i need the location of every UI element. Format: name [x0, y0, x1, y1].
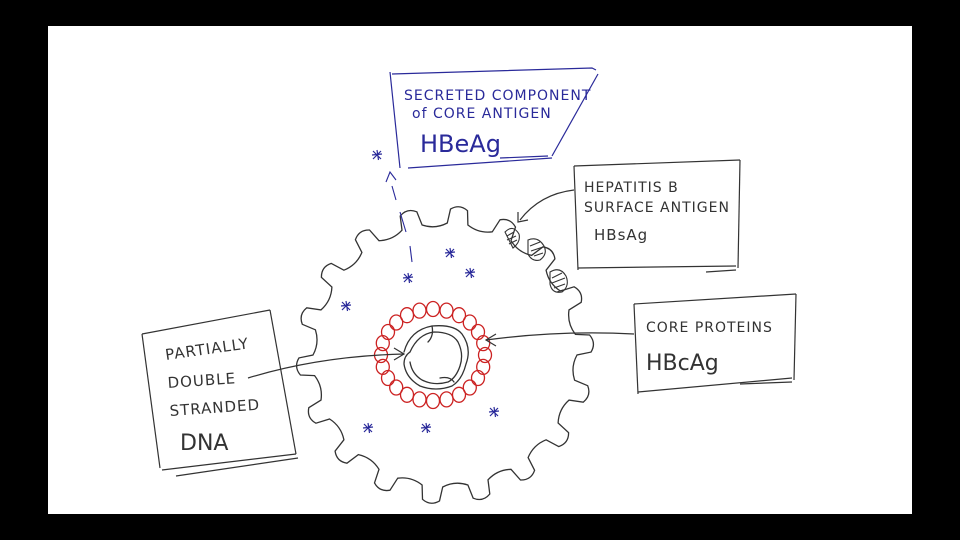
surface-label-abbr: HBsAg: [594, 226, 648, 244]
surface-label-line1: HEPATITIS B: [584, 180, 679, 196]
secreted-label-line2: of CORE ANTIGEN: [412, 106, 552, 122]
core-label-line1: CORE PROTEINS: [646, 320, 773, 336]
dna-label-abbr: DNA: [180, 431, 228, 456]
secreted-label-line1: SECRETED COMPONENT: [404, 88, 591, 104]
secreted-label-abbr: HBeAg: [420, 130, 501, 158]
surface-label-line2: SURFACE ANTIGEN: [584, 200, 730, 216]
core-label-abbr: HBcAg: [646, 351, 719, 376]
